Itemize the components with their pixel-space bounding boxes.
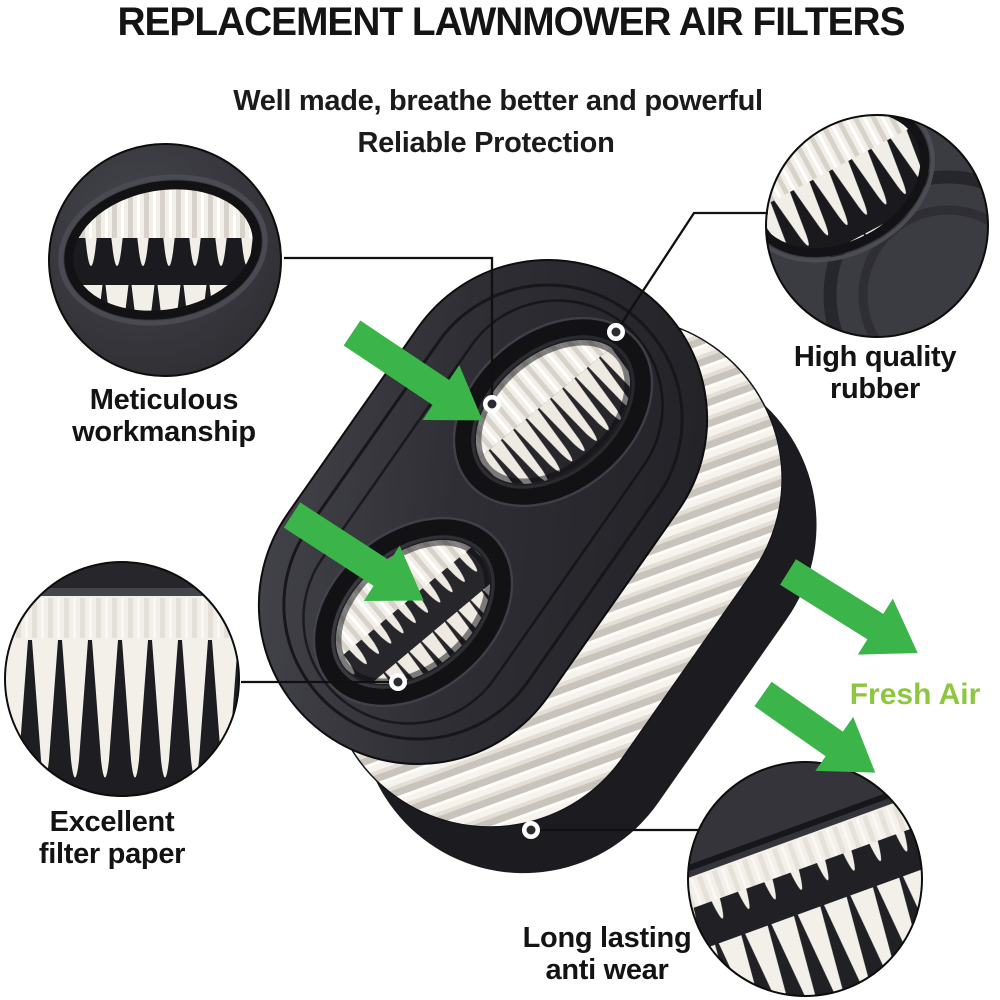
callout-lines xyxy=(241,211,768,832)
callout-circle-paper xyxy=(4,561,240,797)
airflow-arrows xyxy=(283,320,918,773)
callout-label-line: workmanship xyxy=(72,416,256,448)
callout-dot-marker xyxy=(522,821,540,839)
flow-arrow-icon xyxy=(283,502,424,601)
page-title: REPLACEMENT LAWNMOWER AIR FILTERS xyxy=(117,0,905,44)
callout-label-paper: Excellent filter paper xyxy=(38,806,186,870)
callout-label-line: Long lasting xyxy=(522,922,692,954)
filter-hole-upper xyxy=(448,311,658,513)
subtitle-line-1: Well made, breathe better and powerful xyxy=(233,85,763,117)
air-filter-product xyxy=(257,259,817,874)
callout-circle-wear xyxy=(687,761,923,997)
callout-label-line: Excellent xyxy=(49,806,175,838)
callout-line-meticulous xyxy=(284,256,494,396)
flow-arrow-icon xyxy=(343,320,483,421)
callout-label-meticulous: Meticulous workmanship xyxy=(72,384,256,448)
callout-circle-meticulous xyxy=(48,143,282,377)
callout-dot-markers xyxy=(389,323,625,839)
callout-label-line: filter paper xyxy=(38,838,186,870)
callout-dot-marker xyxy=(607,323,625,341)
flow-arrow-icon xyxy=(780,559,918,655)
callout-label-line: Meticulous xyxy=(89,384,239,416)
callout-label-wear: Long lasting anti wear xyxy=(523,922,692,986)
callout-label-line: anti wear xyxy=(545,954,669,986)
callout-label-line: High quality xyxy=(793,341,957,373)
callout-label-rubber: High quality rubber xyxy=(793,341,957,405)
rubber-groove xyxy=(302,299,664,725)
callout-line-rubber xyxy=(615,211,768,333)
fresh-air-label: Fresh Air xyxy=(849,678,981,711)
callout-dot-marker xyxy=(483,395,501,413)
subtitle-line-2: Reliable Protection xyxy=(357,127,615,159)
callout-dot-marker xyxy=(389,673,407,691)
callout-label-line: rubber xyxy=(829,373,921,405)
rubber-groove xyxy=(282,283,684,741)
flow-arrow-icon xyxy=(754,681,876,773)
